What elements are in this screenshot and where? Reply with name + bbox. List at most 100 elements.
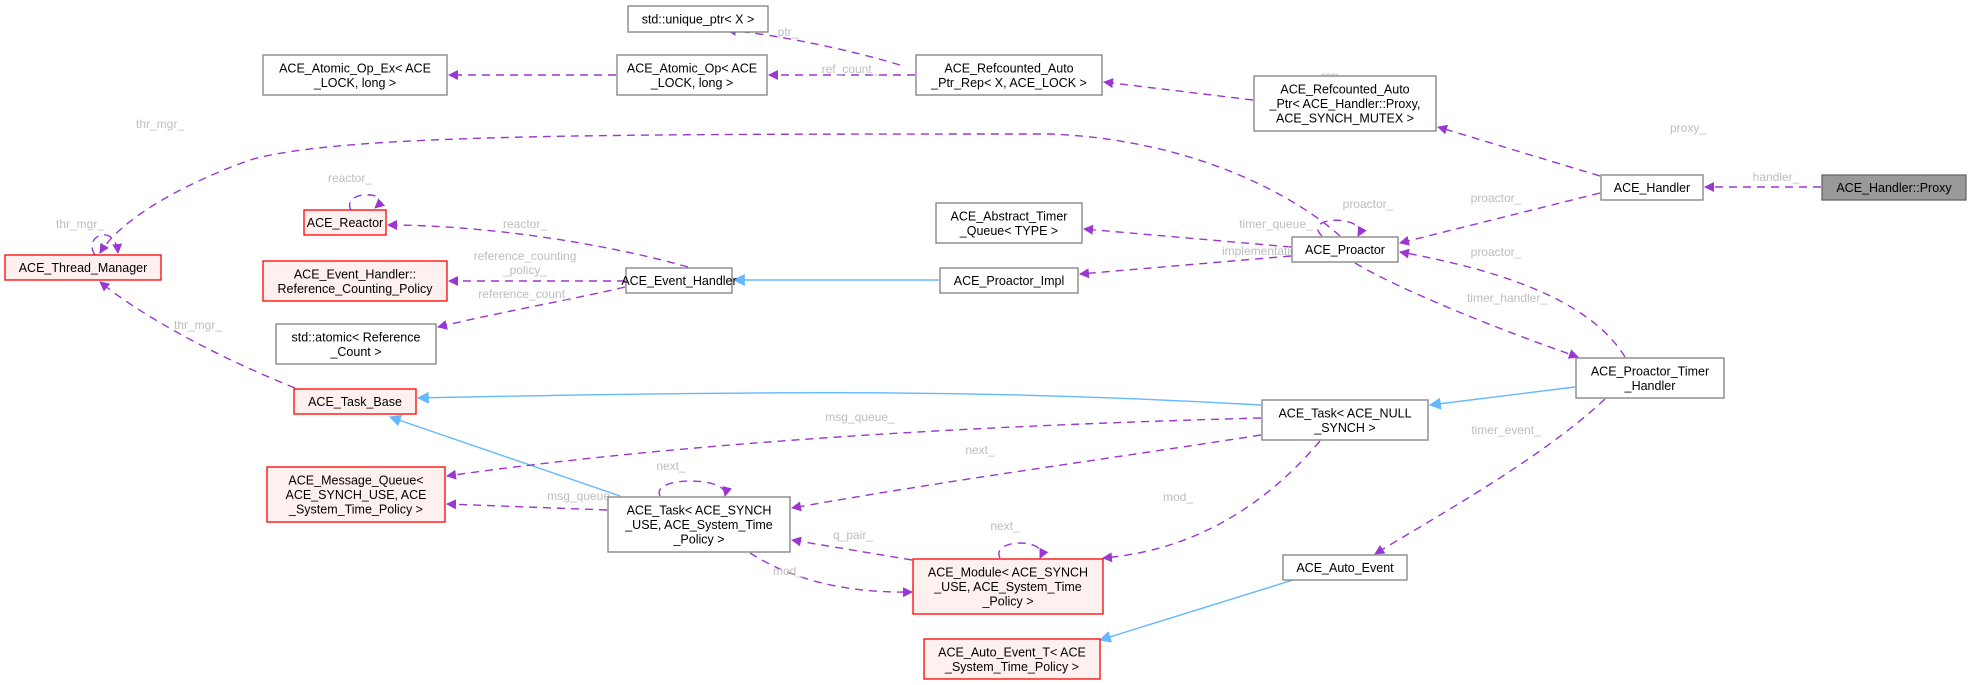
node-box [275, 323, 437, 365]
node-label: ACE_Module< ACE_SYNCH [928, 566, 1088, 580]
node-label: _System_Time_Policy > [944, 660, 1079, 674]
node-label: _USE, ACE_System_Time [624, 518, 773, 532]
edge-label: next_ [990, 519, 1020, 533]
edges-layer [91, 25, 1821, 643]
dependency-edge-handler-to-refcounted_ptr [1437, 124, 1601, 177]
dependency-edge-task_null-to-message_queue [446, 417, 1262, 480]
dependency-edge-proactor-to-abstract_timer [1083, 224, 1292, 248]
node-box [912, 558, 1104, 615]
edge-label: proactor_ [1343, 197, 1394, 211]
class-node-atomic-op[interactable]: ACE_Atomic_Op< ACE_LOCK, long > [616, 54, 768, 96]
dependency-edge-event_handler-to-std_atomic [437, 286, 626, 330]
node-label: _LOCK, long > [650, 76, 733, 90]
class-node-std-atomic[interactable]: std::atomic< Reference_Count > [275, 323, 437, 365]
node-label: _Policy > [981, 595, 1033, 609]
node-box [607, 496, 791, 553]
class-node-task-null[interactable]: ACE_Task< ACE_NULL_SYNCH > [1261, 399, 1429, 441]
class-node-event-handler[interactable]: ACE_Event_Handler [621, 267, 737, 294]
edge-label: mod_ [773, 564, 803, 578]
edge-label: next_ [965, 443, 995, 457]
dependency-edge-module-to-module [998, 542, 1049, 559]
node-box [1253, 75, 1437, 132]
edge-label: timer_queue_ [1239, 217, 1313, 231]
node-label: ACE_Handler [1614, 181, 1690, 195]
edge-label: msg_queue_ [825, 410, 895, 424]
node-label: _System_Time_Policy > [288, 503, 423, 517]
dependency-edge-proactor_timer-to-auto_event [1374, 398, 1606, 555]
class-node-reactor[interactable]: ACE_Reactor [303, 209, 387, 236]
edge-label: mod_ [1163, 490, 1193, 504]
node-label: _LOCK, long > [313, 76, 396, 90]
node-label: ACE_Refcounted_Auto [1280, 83, 1409, 97]
class-node-proactor-timer[interactable]: ACE_Proactor_Timer_Handler [1575, 357, 1725, 399]
node-box [1821, 174, 1967, 201]
edge-label: reference_counting [474, 249, 577, 263]
edge-label: q_pair_ [833, 528, 873, 542]
class-node-module[interactable]: ACE_Module< ACE_SYNCH_USE, ACE_System_Ti… [912, 558, 1104, 615]
edge-label: ptr_ [778, 25, 799, 39]
edge-labels-layer: ptr_impl_ref_count_rep_proxy_handler_thr… [56, 25, 1800, 578]
inheritance-edge-proactor_timer-to-task_null [1428, 386, 1576, 410]
class-node-auto-event[interactable]: ACE_Auto_Event [1282, 554, 1408, 581]
node-label: _SYNCH > [1313, 421, 1375, 435]
node-label: ACE_Atomic_Op_Ex< ACE [279, 61, 431, 75]
node-label: _Policy > [672, 533, 724, 547]
class-node-ref-policy[interactable]: ACE_Event_Handler::Reference_Counting_Po… [262, 260, 448, 302]
dependency-edge-task_null-to-task_synch [791, 434, 1262, 512]
dependency-edge-task_synch-to-module [749, 552, 913, 598]
node-box [625, 267, 733, 294]
node-box [1291, 236, 1399, 263]
node-label: _USE, ACE_System_Time [933, 580, 1082, 594]
node-label: ACE_Reactor [307, 216, 383, 230]
node-box [923, 638, 1101, 680]
class-node-proactor[interactable]: ACE_Proactor [1291, 236, 1399, 263]
class-node-proxy[interactable]: ACE_Handler::Proxy [1821, 174, 1967, 201]
edge-label: proxy_ [1670, 121, 1706, 135]
class-node-handler[interactable]: ACE_Handler [1600, 174, 1704, 201]
node-label: ACE_Auto_Event_T< ACE [938, 645, 1086, 659]
class-node-refcounted-ptr[interactable]: ACE_Refcounted_Auto_Ptr< ACE_Handler::Pr… [1253, 75, 1437, 132]
dependency-edge-task_base-to-thread_manager [99, 281, 296, 389]
class-node-auto-event-t[interactable]: ACE_Auto_Event_T< ACE_System_Time_Policy… [923, 638, 1101, 680]
node-label: ACE_SYNCH_USE, ACE [285, 488, 426, 502]
node-box [939, 267, 1079, 294]
node-label: _Handler [1624, 379, 1676, 393]
class-node-proactor-impl[interactable]: ACE_Proactor_Impl [939, 267, 1079, 294]
node-box [935, 202, 1083, 244]
class-node-message-queue[interactable]: ACE_Message_Queue<ACE_SYNCH_USE, ACE_Sys… [266, 466, 446, 523]
dependency-edge-refcounted_ptr-to-refcounted_rep [1103, 78, 1254, 101]
class-node-atomic-op-ex[interactable]: ACE_Atomic_Op_Ex< ACE_LOCK, long > [262, 54, 448, 96]
edge-label: thr_mgr_ [174, 318, 222, 332]
dependency-edge-task_synch-to-message_queue [446, 499, 608, 511]
node-box [266, 466, 446, 523]
edge-label: next_ [656, 459, 686, 473]
class-node-thread-manager[interactable]: ACE_Thread_Manager [4, 254, 162, 281]
class-node-task-base[interactable]: ACE_Task_Base [293, 388, 417, 415]
edge-label: reactor_ [328, 171, 372, 185]
edge-label: proactor_ [1471, 191, 1522, 205]
node-label: ACE_Proactor_Impl [954, 274, 1064, 288]
class-node-abstract-timer[interactable]: ACE_Abstract_Timer_Queue< TYPE > [935, 202, 1083, 244]
node-label: ACE_Proactor_Timer [1591, 364, 1709, 378]
inheritance-edge-auto_event-to-auto_event_t [1098, 579, 1294, 643]
node-label: _Count > [329, 345, 381, 359]
edge-label: timer_event_ [1471, 423, 1541, 437]
node-label: ACE_Event_Handler [621, 274, 736, 288]
node-label: ACE_Message_Queue< [288, 474, 423, 488]
class-node-refcounted-rep[interactable]: ACE_Refcounted_Auto_Ptr_Rep< X, ACE_LOCK… [915, 54, 1103, 96]
node-label: ACE_Proactor [1305, 243, 1385, 257]
dependency-edge-reactor-to-reactor [348, 194, 386, 211]
class-node-unique-ptr[interactable]: std::unique_ptr< X > [627, 5, 769, 33]
node-label: ACE_Abstract_Timer [951, 209, 1068, 223]
node-label: ACE_SYNCH_MUTEX > [1276, 112, 1414, 126]
dependency-edge-task_synch-to-task_synch [658, 480, 733, 497]
node-label: ACE_Event_Handler:: [294, 267, 416, 281]
node-label: ACE_Thread_Manager [19, 261, 148, 275]
edge-label: thr_mgr_ [136, 117, 184, 131]
dependency-edge-proactor-to-proactor_impl [1079, 255, 1292, 279]
class-node-task-synch[interactable]: ACE_Task< ACE_SYNCH_USE, ACE_System_Time… [607, 496, 791, 553]
node-box [262, 260, 448, 302]
node-label: _Queue< TYPE > [959, 224, 1058, 238]
node-box [1261, 399, 1429, 441]
